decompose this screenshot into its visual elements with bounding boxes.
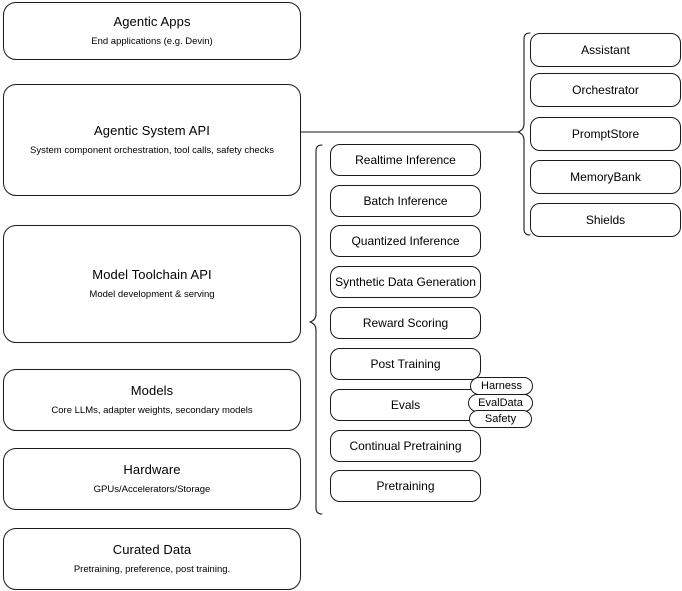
eval-badge-label: Safety <box>484 413 517 425</box>
toolchain-chip-synthetic-data-generation[interactable]: Synthetic Data Generation <box>330 266 481 298</box>
system-component-chip-assistant[interactable]: Assistant <box>530 33 681 67</box>
layer-title: Curated Data <box>112 542 192 558</box>
eval-badge-harness[interactable]: Harness <box>470 377 533 395</box>
toolchain-chip-pretraining[interactable]: Pretraining <box>330 470 481 502</box>
system-component-chip-memorybank[interactable]: MemoryBank <box>530 160 681 194</box>
toolchain-chip-post-training[interactable]: Post Training <box>330 348 481 380</box>
layer-title: Agentic Apps <box>113 14 191 30</box>
layer-subtitle: Pretraining, preference, post training. <box>73 563 231 575</box>
layer-subtitle: System component orchestration, tool cal… <box>30 144 274 156</box>
layer-card-model-toolchain-api[interactable]: Model Toolchain API Model development & … <box>3 225 301 343</box>
system-component-chip-promptstore[interactable]: PromptStore <box>530 117 681 151</box>
chip-label: Pretraining <box>376 478 435 493</box>
toolchain-chip-continual-pretraining[interactable]: Continual Pretraining <box>330 430 481 462</box>
eval-badge-safety[interactable]: Safety <box>469 410 532 428</box>
chip-label: Realtime Inference <box>355 152 456 167</box>
layer-card-agentic-system-api[interactable]: Agentic System API System component orch… <box>3 84 301 196</box>
layer-subtitle: Core LLMs, adapter weights, secondary mo… <box>51 404 253 416</box>
layer-card-agentic-apps[interactable]: Agentic Apps End applications (e.g. Devi… <box>3 2 301 60</box>
system-component-chip-orchestrator[interactable]: Orchestrator <box>530 73 681 107</box>
toolchain-chip-evals[interactable]: Evals <box>330 389 481 421</box>
chip-label: PromptStore <box>571 126 640 141</box>
layer-subtitle: Model development & serving <box>89 288 215 300</box>
chip-label: Synthetic Data Generation <box>335 274 476 289</box>
toolchain-chip-realtime-inference[interactable]: Realtime Inference <box>330 144 481 176</box>
chip-label: Assistant <box>581 42 630 57</box>
layer-subtitle: GPUs/Accelerators/Storage <box>93 483 211 495</box>
layer-title: Model Toolchain API <box>92 267 212 283</box>
eval-badge-label: EvalData <box>478 397 523 409</box>
layer-card-curated-data[interactable]: Curated Data Pretraining, preference, po… <box>3 528 301 590</box>
toolchain-chip-quantized-inference[interactable]: Quantized Inference <box>330 225 481 257</box>
chip-label: Shields <box>585 212 626 227</box>
chip-label: MemoryBank <box>570 169 641 184</box>
layer-title: Models <box>130 383 174 399</box>
layer-card-models[interactable]: Models Core LLMs, adapter weights, secon… <box>3 369 301 431</box>
toolchain-chip-reward-scoring[interactable]: Reward Scoring <box>330 307 481 339</box>
chip-label: Batch Inference <box>363 193 448 208</box>
chip-label: Post Training <box>370 356 441 371</box>
chip-label: Orchestrator <box>572 82 639 97</box>
layer-title: Agentic System API <box>94 123 210 139</box>
chip-label: Continual Pretraining <box>349 438 462 453</box>
chip-label: Evals <box>390 397 421 412</box>
layer-subtitle: End applications (e.g. Devin) <box>91 35 213 47</box>
layer-title: Hardware <box>123 462 181 478</box>
chip-label: Reward Scoring <box>362 315 449 330</box>
chip-label: Quantized Inference <box>351 233 460 248</box>
system-component-chip-shields[interactable]: Shields <box>530 203 681 237</box>
eval-badge-label: Harness <box>481 380 522 392</box>
toolchain-chip-batch-inference[interactable]: Batch Inference <box>330 185 481 217</box>
layer-card-hardware[interactable]: Hardware GPUs/Accelerators/Storage <box>3 448 301 510</box>
